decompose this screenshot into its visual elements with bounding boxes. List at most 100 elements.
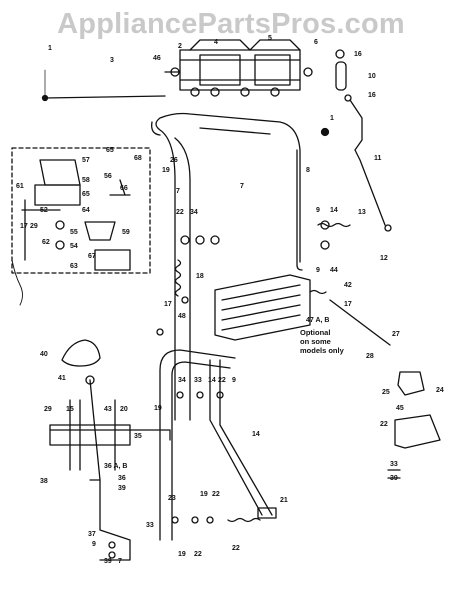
callout-7a: 7 [240, 183, 244, 190]
callout-14c: 14 [252, 431, 260, 438]
callout-33c: 33 [390, 461, 398, 468]
callout-19d: 19 [178, 551, 186, 558]
callout-15: 15 [66, 406, 74, 413]
lower-right-assembly [329, 299, 441, 479]
callout-19b: 19 [154, 405, 162, 412]
callout-68: 68 [134, 155, 142, 162]
callout-14b: 14 [208, 377, 216, 384]
callout-25: 25 [382, 389, 390, 396]
callout-29a: 29 [30, 223, 38, 230]
callout-45: 45 [396, 405, 404, 412]
callout-17a: 17 [344, 301, 352, 308]
right-linkage [335, 49, 392, 232]
callout-33a: 33 [146, 522, 154, 529]
callout-44: 44 [330, 267, 338, 274]
callout-58: 58 [82, 177, 90, 184]
callout-57: 57 [82, 157, 90, 164]
callout-3: 3 [110, 57, 114, 64]
callout-17c: 17 [20, 223, 28, 230]
callout-36ab: 36 A, B [104, 463, 127, 470]
callout-23: 23 [168, 495, 176, 502]
callout-9c: 9 [92, 541, 96, 548]
shift-lever-assembly [49, 339, 171, 561]
callout-34a: 34 [190, 209, 198, 216]
callout-39b: 39 [104, 558, 112, 565]
callout-65b: 65 [82, 191, 90, 198]
callout-2: 2 [178, 43, 182, 50]
callout-1: 1 [48, 45, 52, 52]
callout-36: 36 [118, 475, 126, 482]
shift-rod [44, 95, 166, 99]
callout-55: 55 [70, 229, 78, 236]
callout-66: 66 [120, 185, 128, 192]
callout-22a: 22 [176, 209, 184, 216]
callout-22b: 22 [218, 377, 226, 384]
callout-33b: 33 [194, 377, 202, 384]
callout-16a: 16 [354, 51, 362, 58]
callout-8: 8 [306, 167, 310, 174]
callout-4: 4 [214, 39, 218, 46]
callout-34b: 34 [178, 377, 186, 384]
callout-17b: 17 [164, 301, 172, 308]
callout-39c: 39 [390, 475, 398, 482]
callout-65a: 65 [106, 147, 114, 154]
inset-assembly-box [11, 147, 151, 274]
callout-61: 61 [16, 183, 24, 190]
callout-22f: 22 [380, 421, 388, 428]
callout-22c: 22 [212, 491, 220, 498]
callout-62: 62 [42, 239, 50, 246]
callout-19a: 19 [162, 167, 170, 174]
lower-handle [159, 349, 277, 541]
callout-48: 48 [178, 313, 186, 320]
callout-10: 10 [368, 73, 376, 80]
callout-59: 59 [122, 229, 130, 236]
callout-9a: 9 [316, 207, 320, 214]
callout-38: 38 [40, 478, 48, 485]
callout-54: 54 [70, 243, 78, 250]
callout-22e: 22 [232, 545, 240, 552]
callout-37: 37 [88, 531, 96, 538]
callout-47ab: 47 A, B [306, 317, 329, 324]
note-line-2: on some [300, 337, 331, 346]
callout-labels: 1 2 3 4 5 6 46 16 10 16 1 11 13 12 42 17… [16, 35, 444, 565]
callout-21: 21 [280, 497, 288, 504]
callout-20: 20 [120, 406, 128, 413]
callout-9d: 9 [232, 377, 236, 384]
callout-63: 63 [70, 263, 78, 270]
callout-6: 6 [314, 39, 318, 46]
callout-9b: 9 [316, 267, 320, 274]
callout-56: 56 [104, 173, 112, 180]
callout-5: 5 [268, 35, 272, 42]
callout-39a: 39 [118, 485, 126, 492]
note-line-3: models only [300, 346, 344, 355]
note-line-1: Optional [300, 328, 331, 337]
callout-67: 67 [88, 253, 96, 260]
callout-40: 40 [40, 351, 48, 358]
callout-29b: 29 [44, 406, 52, 413]
callout-42: 42 [344, 282, 352, 289]
callout-7b: 7 [176, 188, 180, 195]
callout-12: 12 [380, 255, 388, 262]
callout-18: 18 [196, 273, 204, 280]
callout-13: 13 [358, 209, 366, 216]
callout-26: 26 [170, 157, 178, 164]
callout-43: 43 [104, 406, 112, 413]
callout-7c: 7 [118, 558, 122, 565]
callout-19c: 19 [200, 491, 208, 498]
optional-note: Optional on some models only [300, 328, 344, 355]
callout-64: 64 [82, 207, 90, 214]
callout-16b: 16 [368, 92, 376, 99]
upper-bracket-assembly [164, 39, 313, 97]
callout-22d: 22 [194, 551, 202, 558]
callout-27: 27 [392, 331, 400, 338]
callout-28: 28 [366, 353, 374, 360]
callout-11: 11 [374, 155, 382, 162]
handle-bar [151, 112, 303, 421]
callout-14a: 14 [330, 207, 338, 214]
callout-24: 24 [436, 387, 444, 394]
callout-46: 46 [153, 55, 161, 62]
callout-41: 41 [58, 375, 66, 382]
inset-parts [21, 159, 131, 271]
